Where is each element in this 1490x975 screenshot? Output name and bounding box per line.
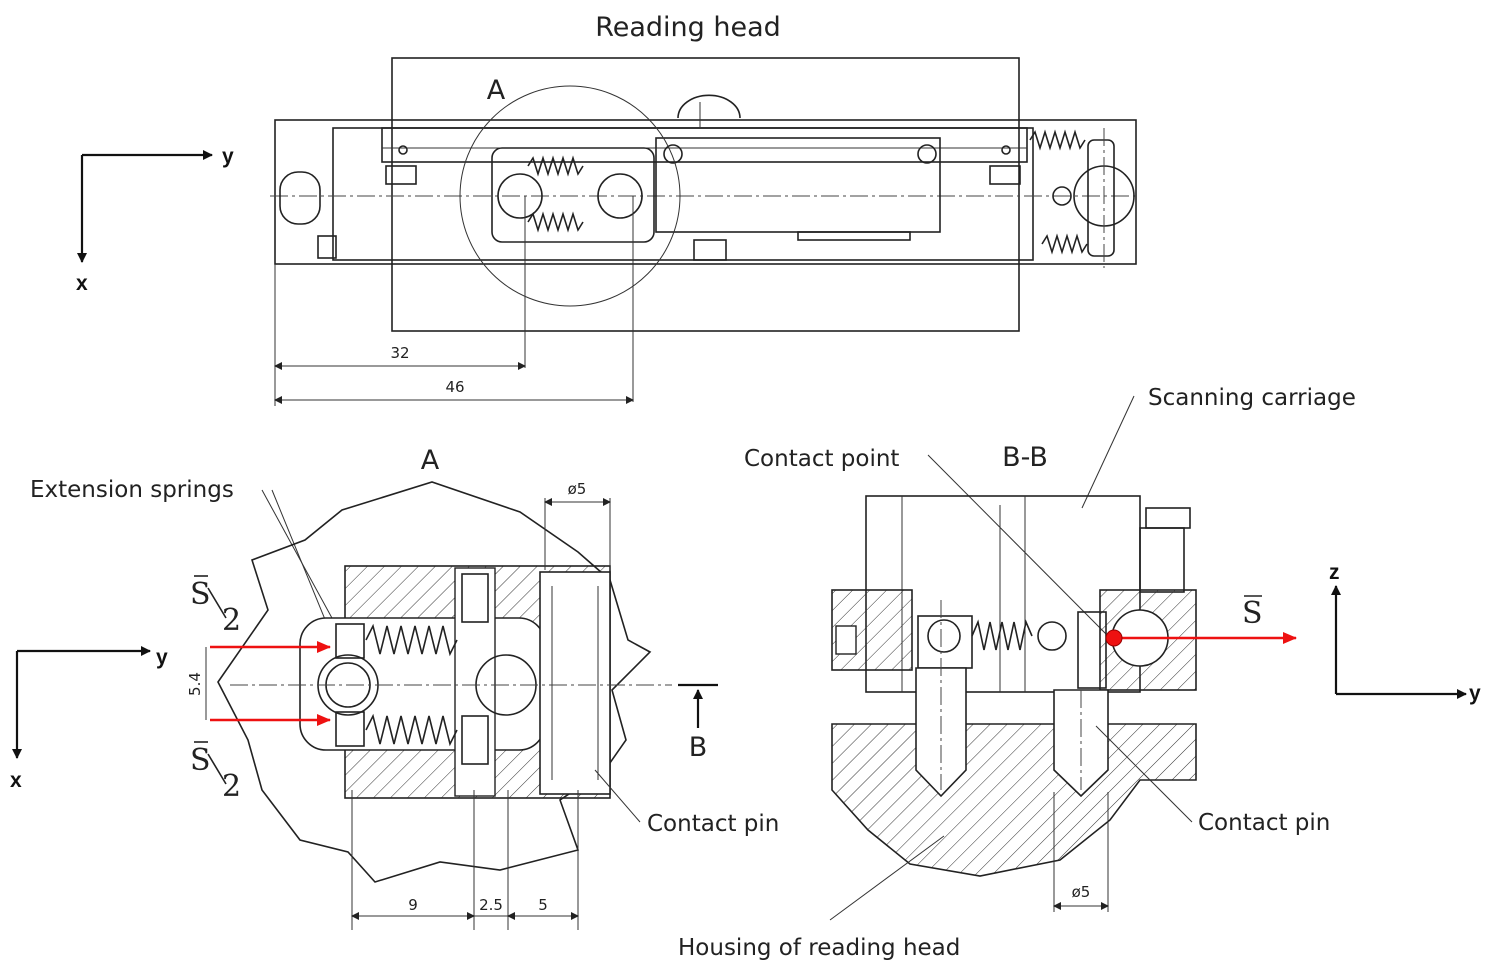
force-half-upper-s: S <box>190 577 211 612</box>
extension-springs-label: Extension springs <box>30 477 234 503</box>
top-view: Reading head A y x <box>76 12 1140 406</box>
force-full-s: S <box>1242 596 1263 631</box>
detail-a-top-label: A <box>487 75 506 106</box>
detail-a-label: A <box>421 445 440 476</box>
title: Reading head <box>595 12 781 43</box>
contact-pin-left-label: Contact pin <box>647 811 779 837</box>
contact-pin-right-label: Contact pin <box>1198 810 1330 836</box>
force-half-lower-2: 2 <box>222 769 241 804</box>
axis-x-left: x <box>10 769 22 792</box>
dim-32: 32 <box>390 344 409 362</box>
axes-right: z y <box>1329 561 1481 705</box>
axis-y-right: y <box>1469 682 1481 705</box>
axes-top: y x <box>76 145 234 295</box>
force-half-upper-2: 2 <box>222 603 241 638</box>
axes-left: y x <box>10 646 168 792</box>
contact-point-dot <box>1105 629 1123 647</box>
housing-label: Housing of reading head <box>678 935 960 961</box>
scanning-carriage-label: Scanning carriage <box>1148 385 1356 411</box>
detail-a-view: A Extension springs y x <box>10 445 779 930</box>
force-half-lower-s: S <box>190 743 211 778</box>
axis-z-right: z <box>1329 561 1340 584</box>
force-half-upper: S 2 <box>190 575 241 638</box>
dim-46: 46 <box>445 378 464 396</box>
dim-9: 9 <box>408 896 418 914</box>
dim-5: 5 <box>538 896 548 914</box>
dim-5-4: 5.4 <box>186 672 204 696</box>
dia-5-right: ø5 <box>1072 883 1091 901</box>
axis-x-top: x <box>76 272 88 295</box>
axis-y-top: y <box>222 145 234 168</box>
section-bb-view: Scanning carriage Contact point B-B <box>678 385 1481 961</box>
dim-2-5: 2.5 <box>479 896 503 914</box>
section-marker-b: B <box>689 732 708 763</box>
contact-point-label: Contact point <box>744 446 899 472</box>
dia-5-left: ø5 <box>568 480 587 498</box>
force-half-lower: S 2 <box>190 741 241 804</box>
section-bb-label: B-B <box>1002 442 1048 473</box>
axis-y-left: y <box>156 646 168 669</box>
